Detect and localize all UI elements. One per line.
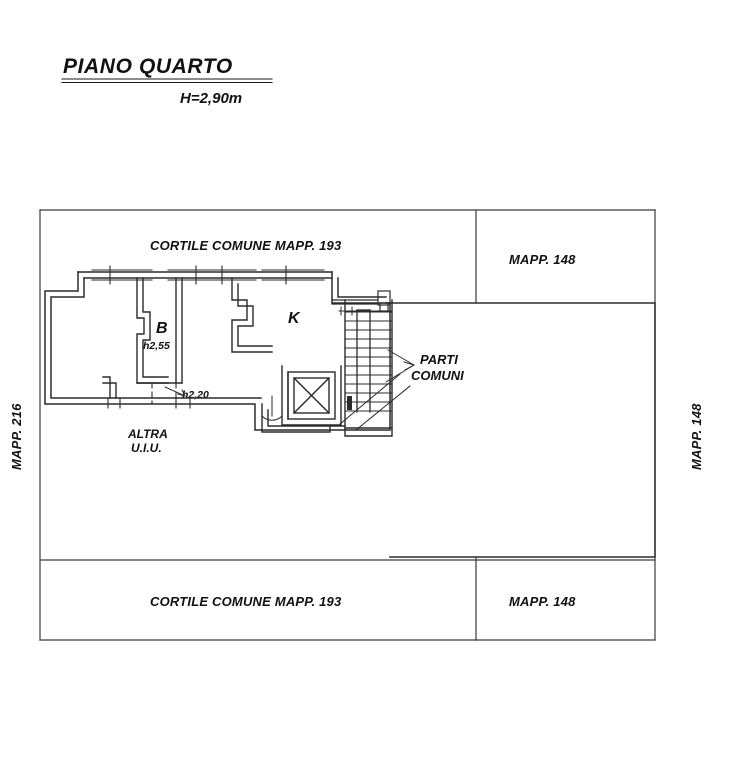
door-swing-symbol (261, 395, 283, 421)
apartment-outer-walls (44, 271, 391, 431)
label-courtyard-bottom: CORTILE COMUNE MAPP. 193 (150, 594, 342, 609)
room-label-b: B (156, 320, 168, 337)
label-courtyard-top: CORTILE COMUNE MAPP. 193 (150, 238, 342, 253)
other-unit-label-line1: ALTRA (128, 427, 168, 441)
common-parts-label-line1: PARTI (420, 352, 458, 367)
staircase (344, 299, 393, 429)
room-b-height-label: h2,55 (143, 340, 170, 352)
wall-jogs-bottom (107, 397, 191, 409)
room-label-k: K (288, 310, 300, 327)
label-parcel-148-top: MAPP. 148 (509, 252, 576, 267)
window-symbols (91, 265, 325, 285)
right-block-outline (389, 302, 656, 558)
landing-outline (261, 403, 393, 437)
handrail-line (338, 306, 393, 316)
title-underline (61, 78, 273, 84)
ceiling-height-note: H=2,90m (180, 90, 243, 107)
other-unit-label-line2: U.I.U. (131, 441, 162, 455)
page-title: PIANO QUARTO (63, 55, 233, 78)
elevator-shaft (281, 365, 342, 426)
corridor-height-label: h2,20 (182, 389, 209, 401)
section-slash-lines (339, 373, 411, 431)
entry-door-detail (331, 290, 391, 312)
internal-partitions (102, 277, 273, 399)
dashed-lowered-ceiling (151, 382, 177, 405)
label-parcel-148-bottom: MAPP. 148 (509, 594, 576, 609)
h220-leader-line (164, 386, 186, 397)
common-parts-label-line2: COMUNI (411, 368, 464, 383)
parcel-boundaries (39, 209, 656, 641)
